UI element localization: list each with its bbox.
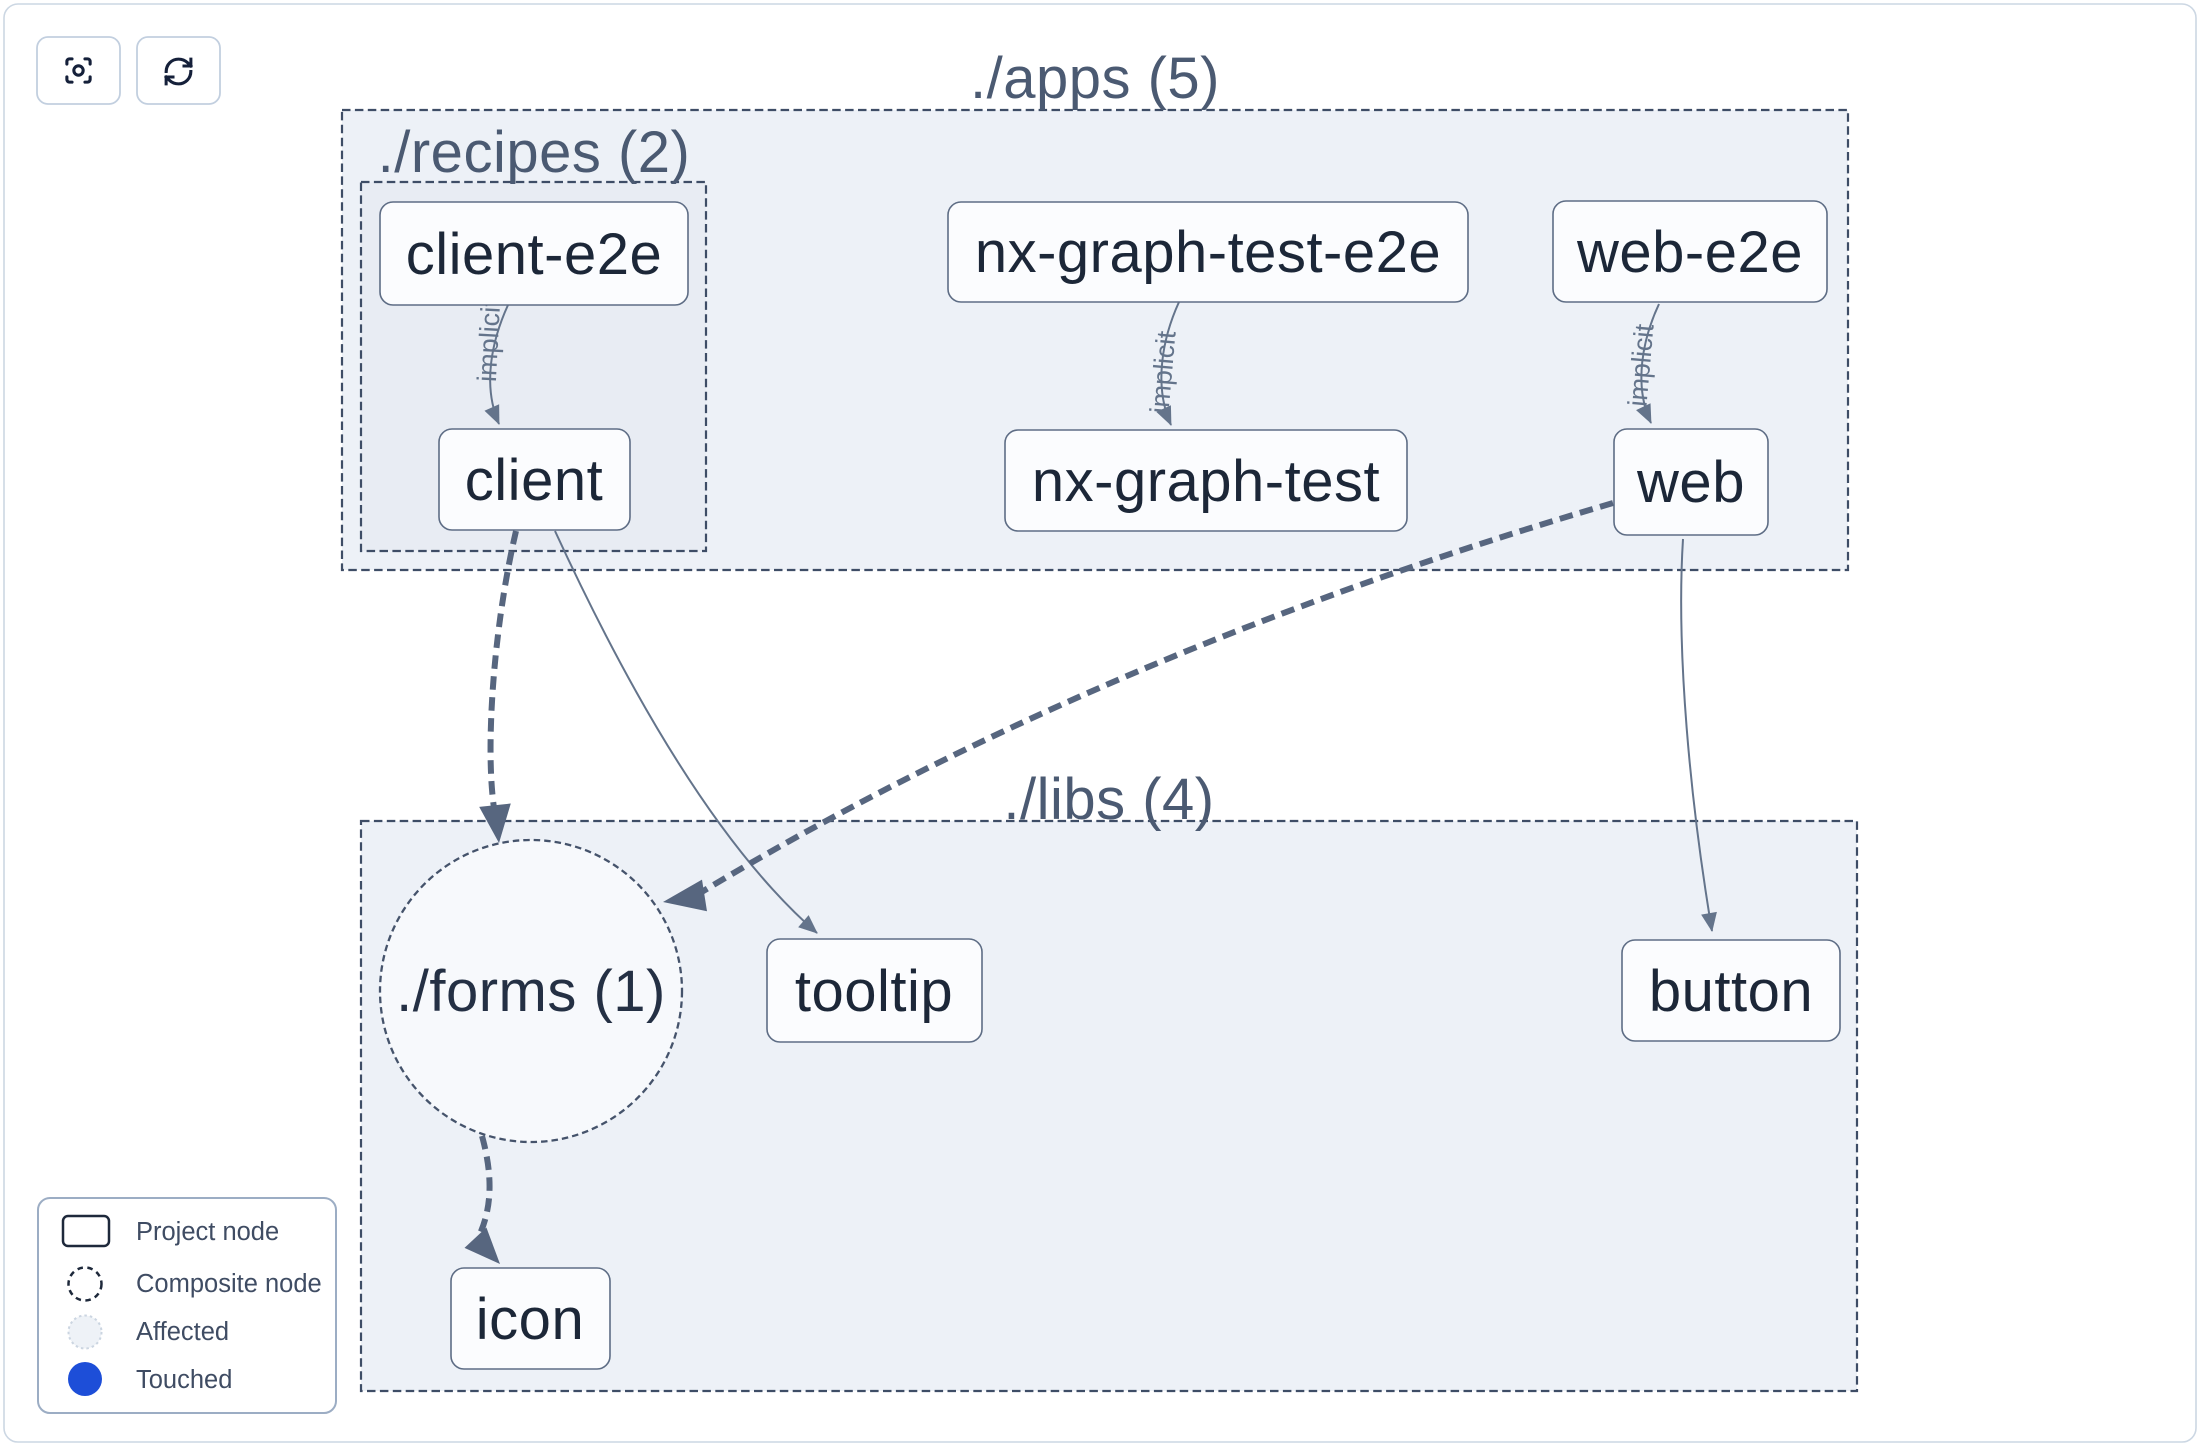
svg-text:button: button	[1649, 959, 1813, 1024]
svg-text:./apps (5): ./apps (5)	[970, 46, 1220, 111]
svg-text:./forms (1): ./forms (1)	[396, 959, 666, 1024]
svg-text:implicit: implicit	[1144, 329, 1181, 414]
svg-text:tooltip: tooltip	[795, 959, 953, 1024]
svg-text:web: web	[1636, 450, 1745, 515]
svg-text:nx-graph-test-e2e: nx-graph-test-e2e	[975, 220, 1441, 285]
svg-text:client: client	[465, 448, 603, 513]
svg-text:./libs (4): ./libs (4)	[1003, 767, 1214, 832]
svg-text:implicit: implicit	[472, 298, 506, 382]
svg-text:./recipes (2): ./recipes (2)	[378, 120, 691, 185]
svg-text:client-e2e: client-e2e	[406, 222, 662, 287]
svg-text:icon: icon	[476, 1287, 584, 1352]
svg-text:nx-graph-test: nx-graph-test	[1032, 449, 1380, 514]
svg-text:Touched: Touched	[136, 1366, 232, 1394]
svg-text:Affected: Affected	[136, 1318, 229, 1346]
svg-text:Composite node: Composite node	[136, 1270, 322, 1298]
svg-text:implicit: implicit	[1622, 322, 1659, 407]
svg-text:web-e2e: web-e2e	[1576, 220, 1803, 285]
svg-text:Project node: Project node	[136, 1218, 279, 1246]
